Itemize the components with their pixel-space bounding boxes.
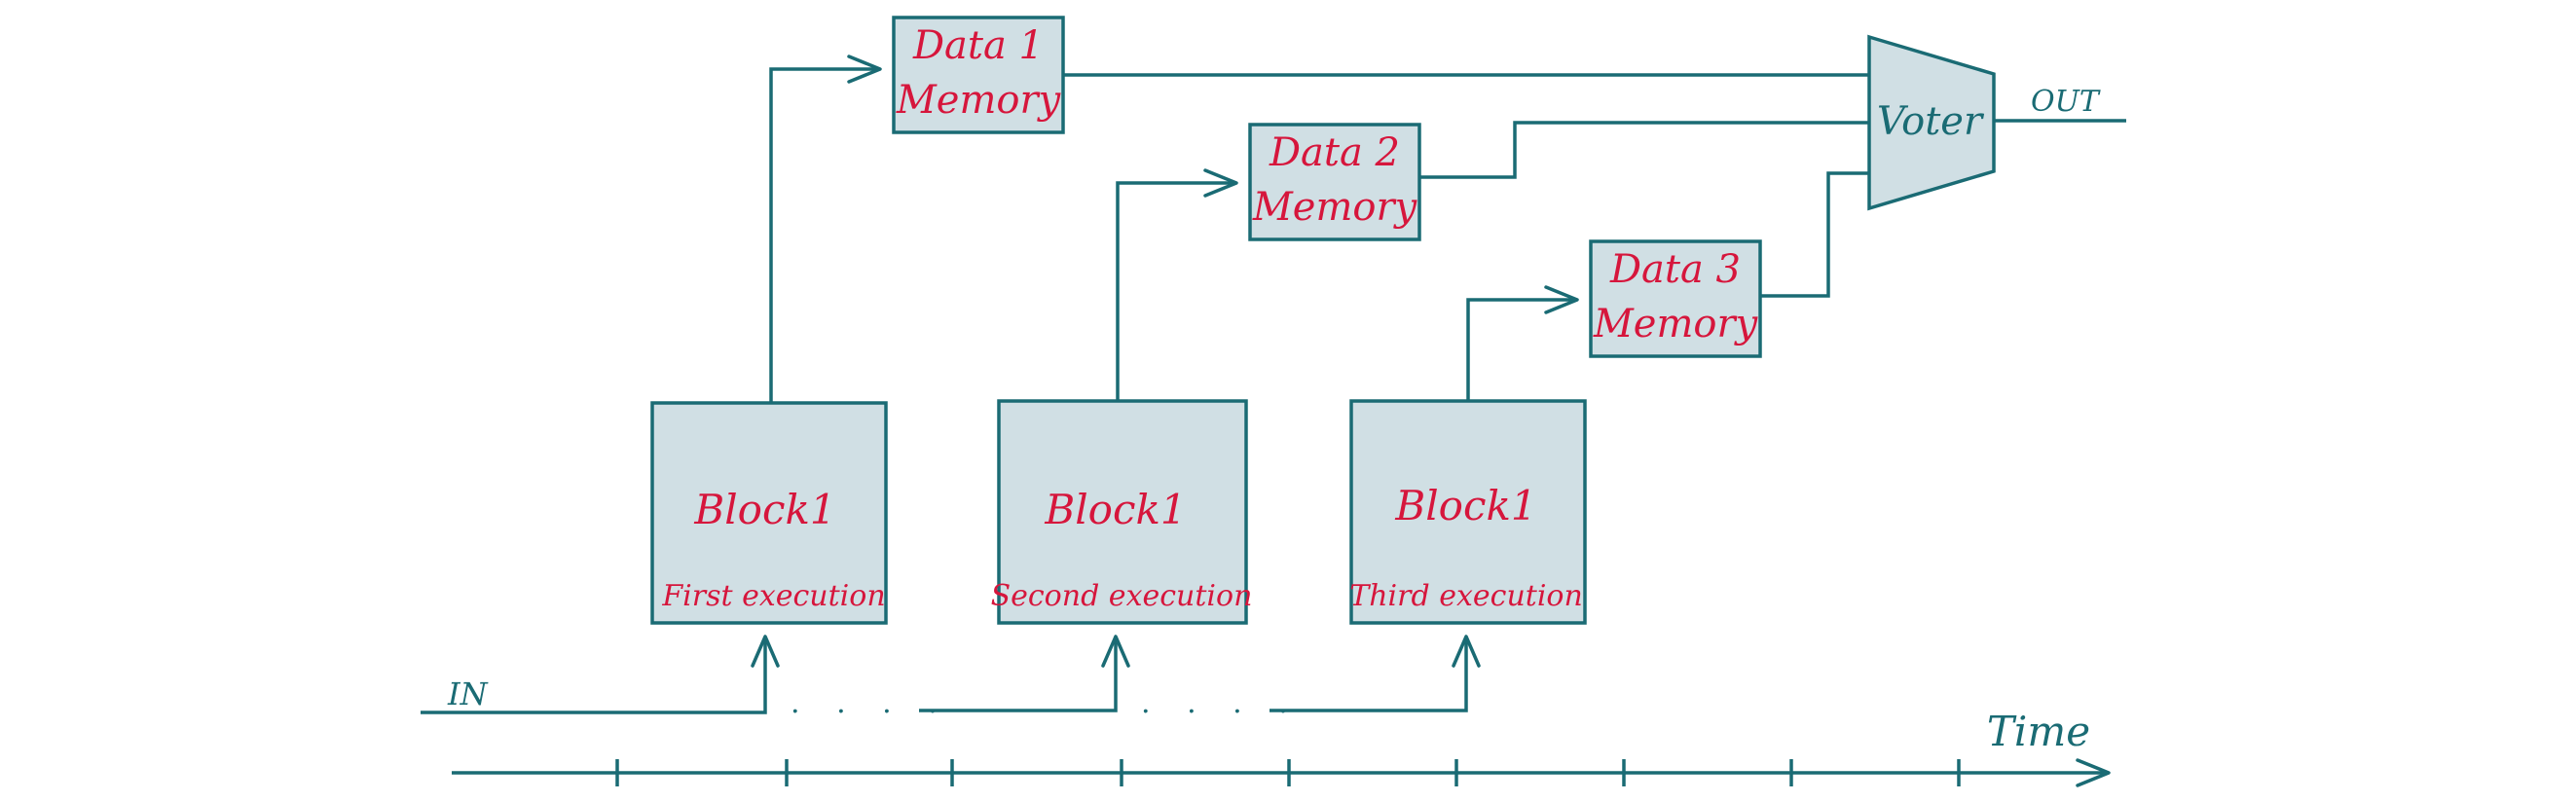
arrow-head-memory1 [847, 55, 882, 84]
ellipsis-1: . . . . [791, 686, 951, 720]
block-second-execution: Second execution [991, 579, 1253, 613]
wire-block2-memory2 [1116, 181, 1234, 401]
out-label: OUT [2031, 85, 2101, 119]
block-third-execution: Third execution [1349, 579, 1583, 613]
memory-box-2: Data 2 Memory [1248, 123, 1421, 241]
memory-2-line1: Data 2 [1269, 130, 1400, 175]
time-axis-ticks [615, 759, 1961, 786]
arrow-head-block3 [1452, 635, 1481, 668]
arrow-head-block2 [1101, 635, 1130, 668]
wire-memory2-voter [1419, 121, 1869, 179]
block-second-name: Block1 [1044, 486, 1186, 533]
wire-block3-memory3 [1466, 298, 1575, 401]
wire-block1-memory1 [769, 67, 878, 403]
time-axis-arrow-icon [2076, 758, 2111, 787]
block-third: Block1 Third execution [1349, 399, 1587, 625]
in-label: IN [447, 675, 489, 712]
memory-box-1: Data 1 Memory [892, 16, 1065, 134]
arrow-head-block1 [751, 635, 780, 668]
wire-in-block1 [421, 638, 767, 714]
memory-1-line1: Data 1 [912, 23, 1044, 68]
arrow-head-memory3 [1544, 285, 1579, 314]
arrow-head-memory2 [1203, 168, 1238, 198]
block-third-name: Block1 [1394, 482, 1536, 529]
voter: Voter [1867, 34, 1996, 211]
time-label: Time [1987, 708, 2090, 755]
block-first-name: Block1 [693, 486, 835, 533]
memory-2-line2: Memory [1252, 185, 1418, 230]
block-second: Block1 Second execution [991, 399, 1253, 625]
block-first: Block1 First execution [650, 401, 888, 625]
ellipsis-2: . . . . [1141, 686, 1302, 720]
block-first-execution: First execution [661, 579, 885, 613]
voter-label: Voter [1877, 99, 1985, 144]
memory-1-line2: Memory [896, 78, 1062, 123]
memory-box-3: Data 3 Memory [1589, 239, 1762, 358]
memory-3-line1: Data 3 [1609, 247, 1741, 292]
wire-in-block2 [919, 638, 1118, 712]
wire-memory3-voter [1760, 171, 1869, 298]
memory-3-line2: Memory [1593, 302, 1759, 346]
wire-in-block3 [1270, 638, 1468, 712]
